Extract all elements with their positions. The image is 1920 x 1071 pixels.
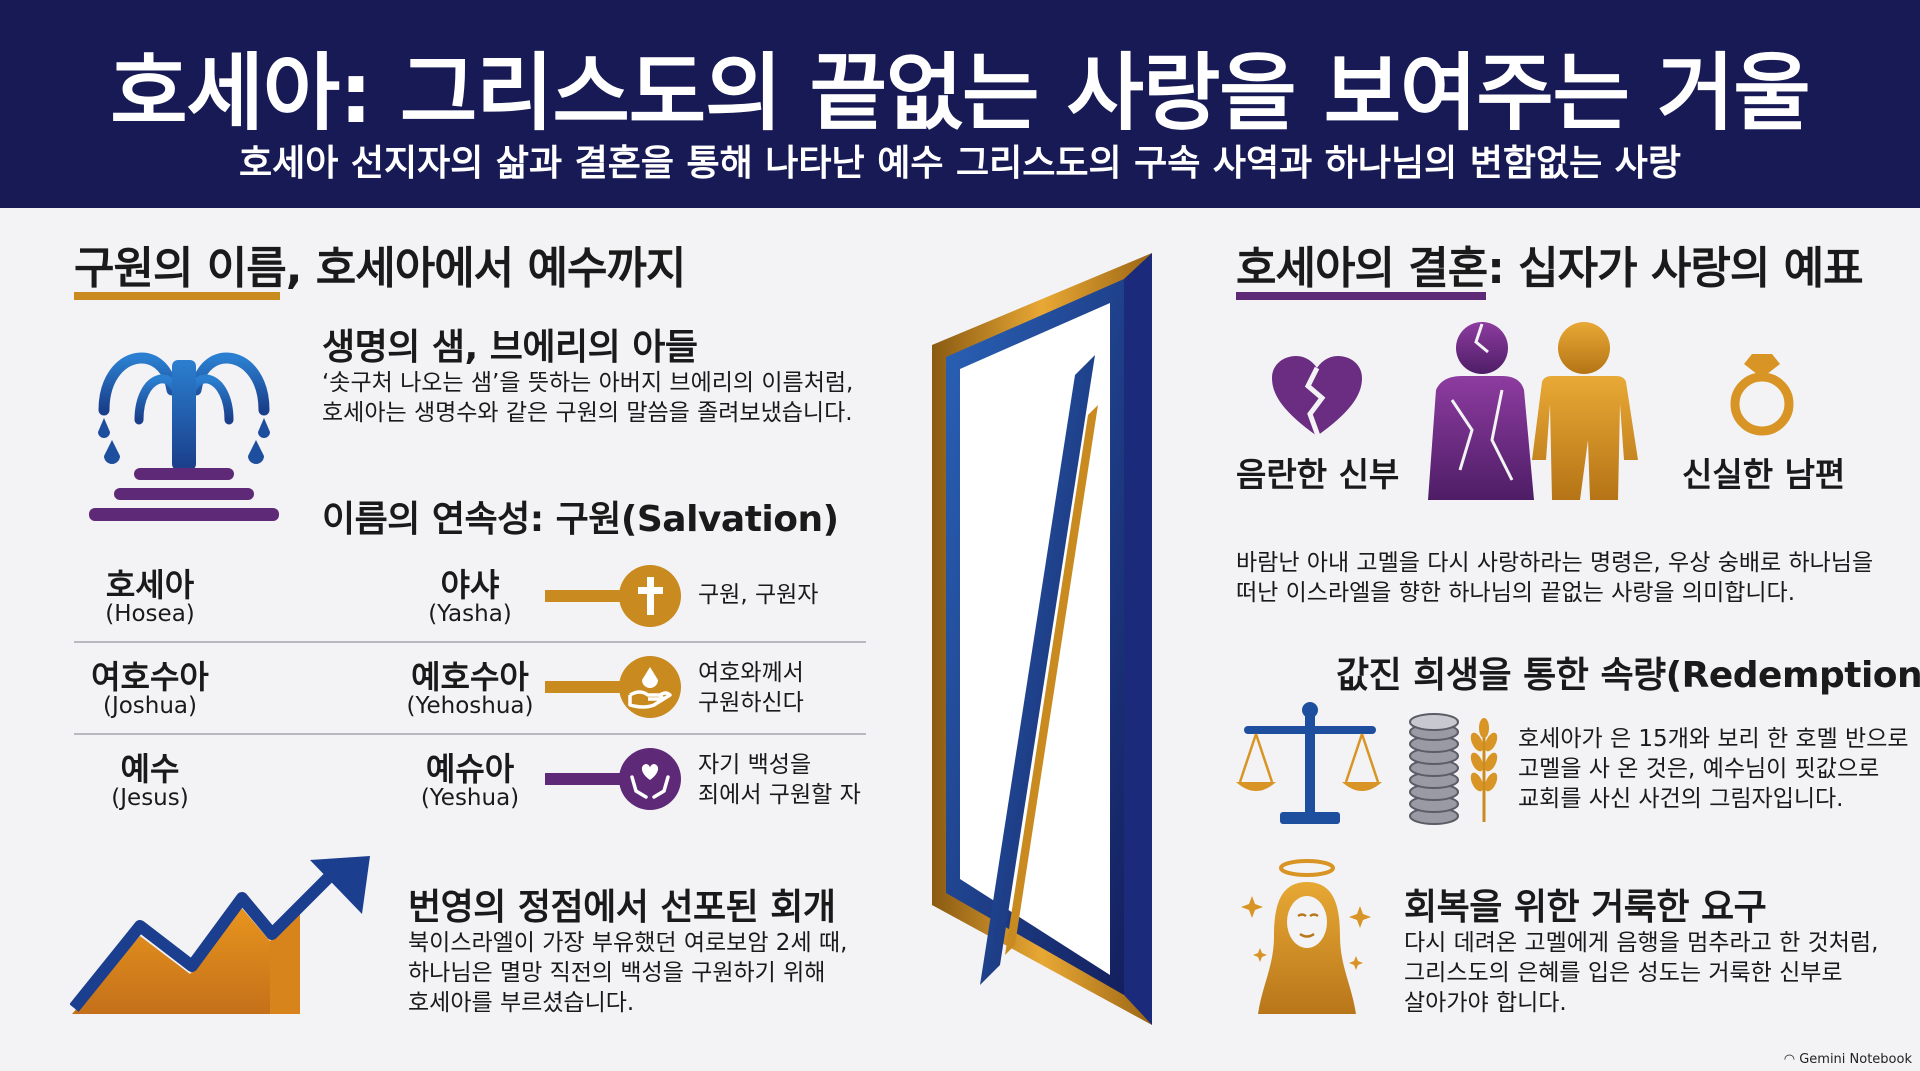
hand-drop-icon bbox=[619, 656, 681, 718]
row-divider bbox=[74, 641, 866, 643]
left-title-underline bbox=[74, 292, 280, 300]
mirror-icon bbox=[932, 253, 1152, 1025]
growth-arrow-icon bbox=[70, 856, 370, 1014]
brand-watermark: ◠ Gemini Notebook bbox=[1784, 1052, 1912, 1067]
connector-bar bbox=[545, 681, 625, 693]
scales-icon bbox=[1236, 702, 1382, 824]
name-meaning-2: 구원하신다 bbox=[698, 690, 804, 716]
right-title-underline bbox=[1236, 292, 1486, 300]
name-ko-hebrew: 예슈아 bbox=[425, 750, 515, 788]
connector-bar bbox=[545, 590, 625, 602]
saint-halo-icon bbox=[1241, 859, 1371, 1014]
holy-body-1: 다시 데려온 고멜에게 음행을 멈추라고 한 것처럼, bbox=[1404, 930, 1879, 956]
name-en: (Hosea) bbox=[105, 601, 195, 627]
coins-wheat-icon bbox=[1409, 713, 1498, 825]
name-meaning-2: 죄에서 구원할 자 bbox=[698, 782, 861, 808]
redemption-body-1: 호세아가 은 15개와 보리 한 호멜 반으로 bbox=[1518, 726, 1909, 752]
brand-text: Gemini Notebook bbox=[1799, 1052, 1912, 1067]
header-banner: 호세아: 그리스도의 끝없는 사랑을 보여주는 거울 호세아 선지자의 삶과 결… bbox=[0, 0, 1920, 208]
repentance-body-1: 북이스라엘이 가장 부유했던 여로보암 2세 때, bbox=[408, 930, 848, 956]
name-ko: 여호수아 bbox=[91, 658, 209, 696]
name-en: (Jesus) bbox=[111, 785, 189, 811]
couple-icon bbox=[1428, 322, 1638, 500]
ring-icon bbox=[1730, 354, 1794, 436]
name-ko-hebrew: 예호수아 bbox=[411, 658, 529, 696]
repentance-title: 번영의 정점에서 선포된 회개 bbox=[408, 887, 836, 928]
redemption-body-2: 고멜을 사 온 것은, 예수님이 핏값으로 bbox=[1518, 756, 1880, 782]
names-title: 이름의 연속성: 구원(Salvation) bbox=[322, 499, 839, 540]
name-meaning: 여호와께서 bbox=[698, 660, 804, 686]
broken-heart-icon bbox=[1272, 356, 1362, 437]
repentance-body-3: 호세아를 부르셨습니다. bbox=[408, 990, 635, 1016]
redemption-body-3: 교회를 사신 사건의 그림자입니다. bbox=[1518, 786, 1844, 812]
marriage-body-1: 바람난 아내 고멜을 다시 사랑하라는 명령은, 우상 숭배로 하나님을 bbox=[1236, 550, 1874, 576]
name-ko: 예수 bbox=[120, 750, 180, 788]
fountain-icon bbox=[89, 352, 279, 521]
page-title: 호세아: 그리스도의 끝없는 사랑을 보여주는 거울 bbox=[110, 44, 1810, 142]
redemption-title: 값진 희생을 통한 속량(Redemption) bbox=[1336, 655, 1920, 696]
fountain-title: 생명의 샘, 브에리의 아들 bbox=[322, 327, 698, 368]
page-subtitle: 호세아 선지자의 삶과 결혼을 통해 나타난 예수 그리스도의 구속 사역과 하… bbox=[238, 143, 1682, 184]
fountain-body-2: 호세아는 생명수와 같은 구원의 말씀을 졸려보냈습니다. bbox=[322, 400, 853, 426]
connector-bar bbox=[545, 773, 625, 785]
holy-body-3: 살아가야 합니다. bbox=[1404, 990, 1567, 1016]
husband-label: 신실한 남편 bbox=[1682, 455, 1846, 494]
holy-title: 회복을 위한 거룩한 요구 bbox=[1404, 887, 1767, 928]
cross-icon bbox=[619, 565, 681, 627]
fountain-body-1: ‘솟구처 나오는 샘’을 뜻하는 아버지 브에리의 이름처럼, bbox=[322, 370, 854, 396]
row-divider bbox=[74, 733, 866, 735]
right-section-title: 호세아의 결혼: 십자가 사랑의 예표 bbox=[1236, 243, 1864, 294]
name-en-hebrew: (Yeshua) bbox=[420, 785, 520, 811]
name-ko: 호세아 bbox=[105, 566, 195, 604]
brand-logo-icon: ◠ bbox=[1783, 1052, 1800, 1067]
holy-body-2: 그리스도의 은혜를 입은 성도는 거룩한 신부로 bbox=[1404, 960, 1843, 986]
name-meaning: 구원, 구원자 bbox=[698, 582, 819, 608]
name-en-hebrew: (Yehoshua) bbox=[406, 693, 534, 719]
name-meaning: 자기 백성을 bbox=[698, 752, 812, 778]
repentance-body-2: 하나님은 멸망 직전의 백성을 구원하기 위해 bbox=[408, 960, 826, 986]
hands-heart-icon bbox=[619, 748, 681, 810]
name-ko-hebrew: 야샤 bbox=[440, 566, 500, 604]
bride-label: 음란한 신부 bbox=[1236, 455, 1400, 494]
name-en-hebrew: (Yasha) bbox=[428, 601, 512, 627]
marriage-body-2: 떠난 이스라엘을 향한 하나님의 끝없는 사랑을 의미합니다. bbox=[1236, 580, 1796, 606]
left-section-title: 구원의 이름, 호세아에서 예수까지 bbox=[74, 243, 686, 294]
name-en: (Joshua) bbox=[102, 693, 198, 719]
